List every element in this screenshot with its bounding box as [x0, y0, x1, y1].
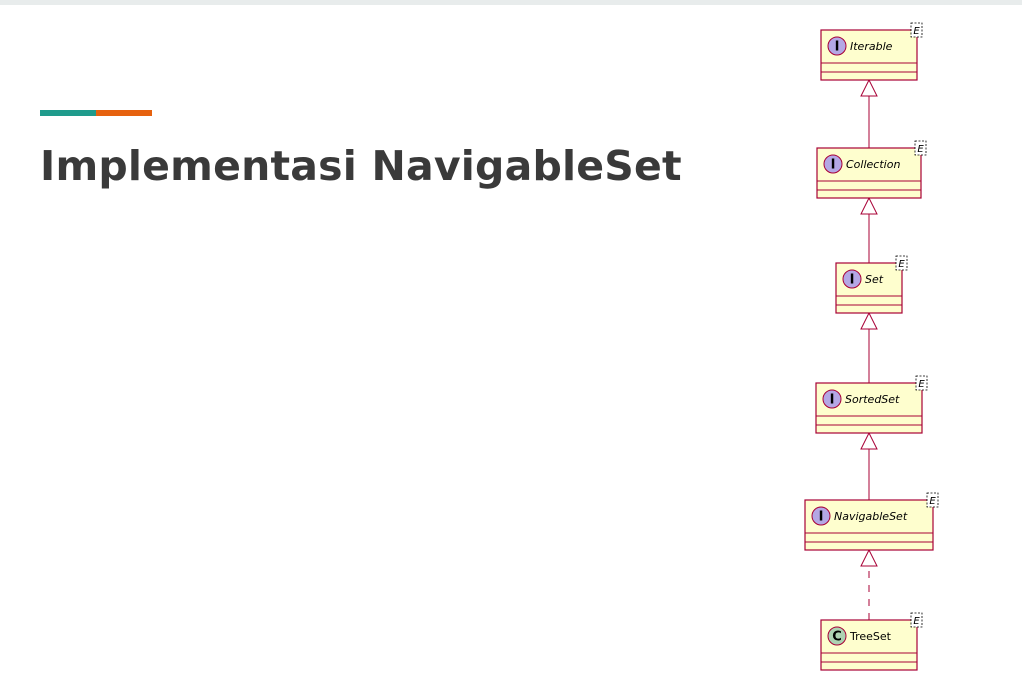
top-bar	[0, 0, 1022, 5]
inheritance-arrowhead	[860, 548, 878, 567]
inheritance-arrowhead	[860, 78, 878, 97]
interface-badge-icon	[811, 506, 831, 526]
badge-letter: I	[850, 273, 855, 288]
node-name: Collection	[846, 158, 900, 171]
type-param-box	[926, 492, 939, 508]
node-treeset: C TreeSet E	[820, 612, 923, 671]
class-badge-icon	[827, 626, 847, 646]
inheritance-arrowhead	[860, 311, 878, 330]
interface-badge-icon	[822, 389, 842, 409]
type-param: E	[929, 496, 936, 507]
interface-badge-icon	[842, 269, 862, 289]
type-param-box	[915, 375, 928, 391]
interface-badge-icon	[823, 154, 843, 174]
edge-navigableset-to-sortedset	[860, 431, 878, 500]
badge-letter: I	[819, 510, 824, 525]
badge-letter: I	[831, 158, 836, 173]
edge-set-to-collection	[860, 196, 878, 263]
type-param: E	[913, 616, 920, 627]
accent-bar-teal	[40, 110, 96, 116]
node-collection: I Collection E	[816, 140, 927, 199]
node-sortedset: I SortedSet E	[815, 375, 928, 434]
accent-bar-orange	[96, 110, 152, 116]
type-param-box	[914, 140, 927, 156]
edge-sortedset-to-set	[860, 311, 878, 383]
type-param: E	[898, 259, 905, 270]
type-param-box	[910, 612, 923, 628]
badge-letter: I	[835, 40, 840, 55]
node-name: SortedSet	[845, 393, 900, 406]
node-set: I Set E	[835, 255, 908, 314]
inheritance-arrowhead	[860, 196, 878, 215]
slide-title: Implementasi NavigableSet	[40, 142, 682, 190]
node-navigableset: I NavigableSet E	[804, 492, 939, 551]
edge-collection-to-iterable	[860, 78, 878, 148]
diagram-edges	[860, 78, 878, 620]
node-iterable: I Iterable E	[820, 22, 923, 81]
type-param: E	[913, 26, 920, 37]
badge-letter: I	[830, 393, 835, 408]
node-name: Iterable	[850, 40, 893, 53]
interface-badge-icon	[827, 36, 847, 56]
type-param: E	[917, 144, 924, 155]
type-param-box	[895, 255, 908, 271]
node-name: NavigableSet	[834, 510, 908, 523]
badge-letter: C	[832, 630, 842, 645]
node-name: Set	[865, 273, 884, 286]
inheritance-arrowhead	[860, 431, 878, 450]
type-param-box	[910, 22, 923, 38]
node-name: TreeSet	[849, 630, 892, 643]
type-param: E	[918, 379, 925, 390]
edge-treeset-to-navigableset	[860, 548, 878, 620]
